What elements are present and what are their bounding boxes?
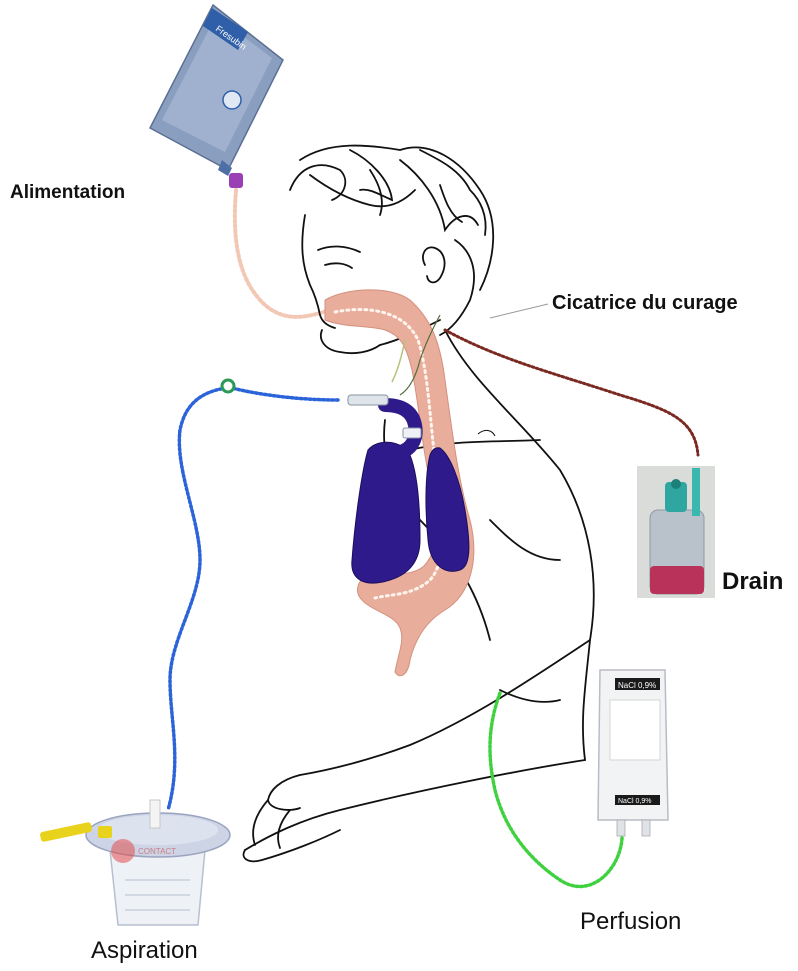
suction-canister: CONTACT <box>40 800 230 925</box>
drain-tube <box>445 330 698 455</box>
label-alimentation: Alimentation <box>10 182 125 204</box>
label-perfusion: Perfusion <box>580 908 681 936</box>
suction-connector <box>222 380 234 392</box>
lungs <box>352 442 469 583</box>
drain-bottle <box>637 466 715 598</box>
iv-bag-label-top: NaCl 0,9% <box>618 681 656 690</box>
suction-watermark: CONTACT <box>138 847 176 856</box>
feeding-bag: Fresubin <box>150 5 283 188</box>
iv-bag: NaCl 0,9% NaCl 0,9% <box>598 670 668 836</box>
label-cicatrice: Cicatrice du curage <box>552 292 738 315</box>
feeding-connector <box>229 173 243 188</box>
scar-pointer <box>490 304 548 318</box>
suction-tube <box>168 388 338 810</box>
label-aspiration: Aspiration <box>91 937 198 965</box>
label-drain: Drain <box>722 568 783 596</box>
iv-bag-label-bottom: NaCl 0,9% <box>618 798 651 805</box>
